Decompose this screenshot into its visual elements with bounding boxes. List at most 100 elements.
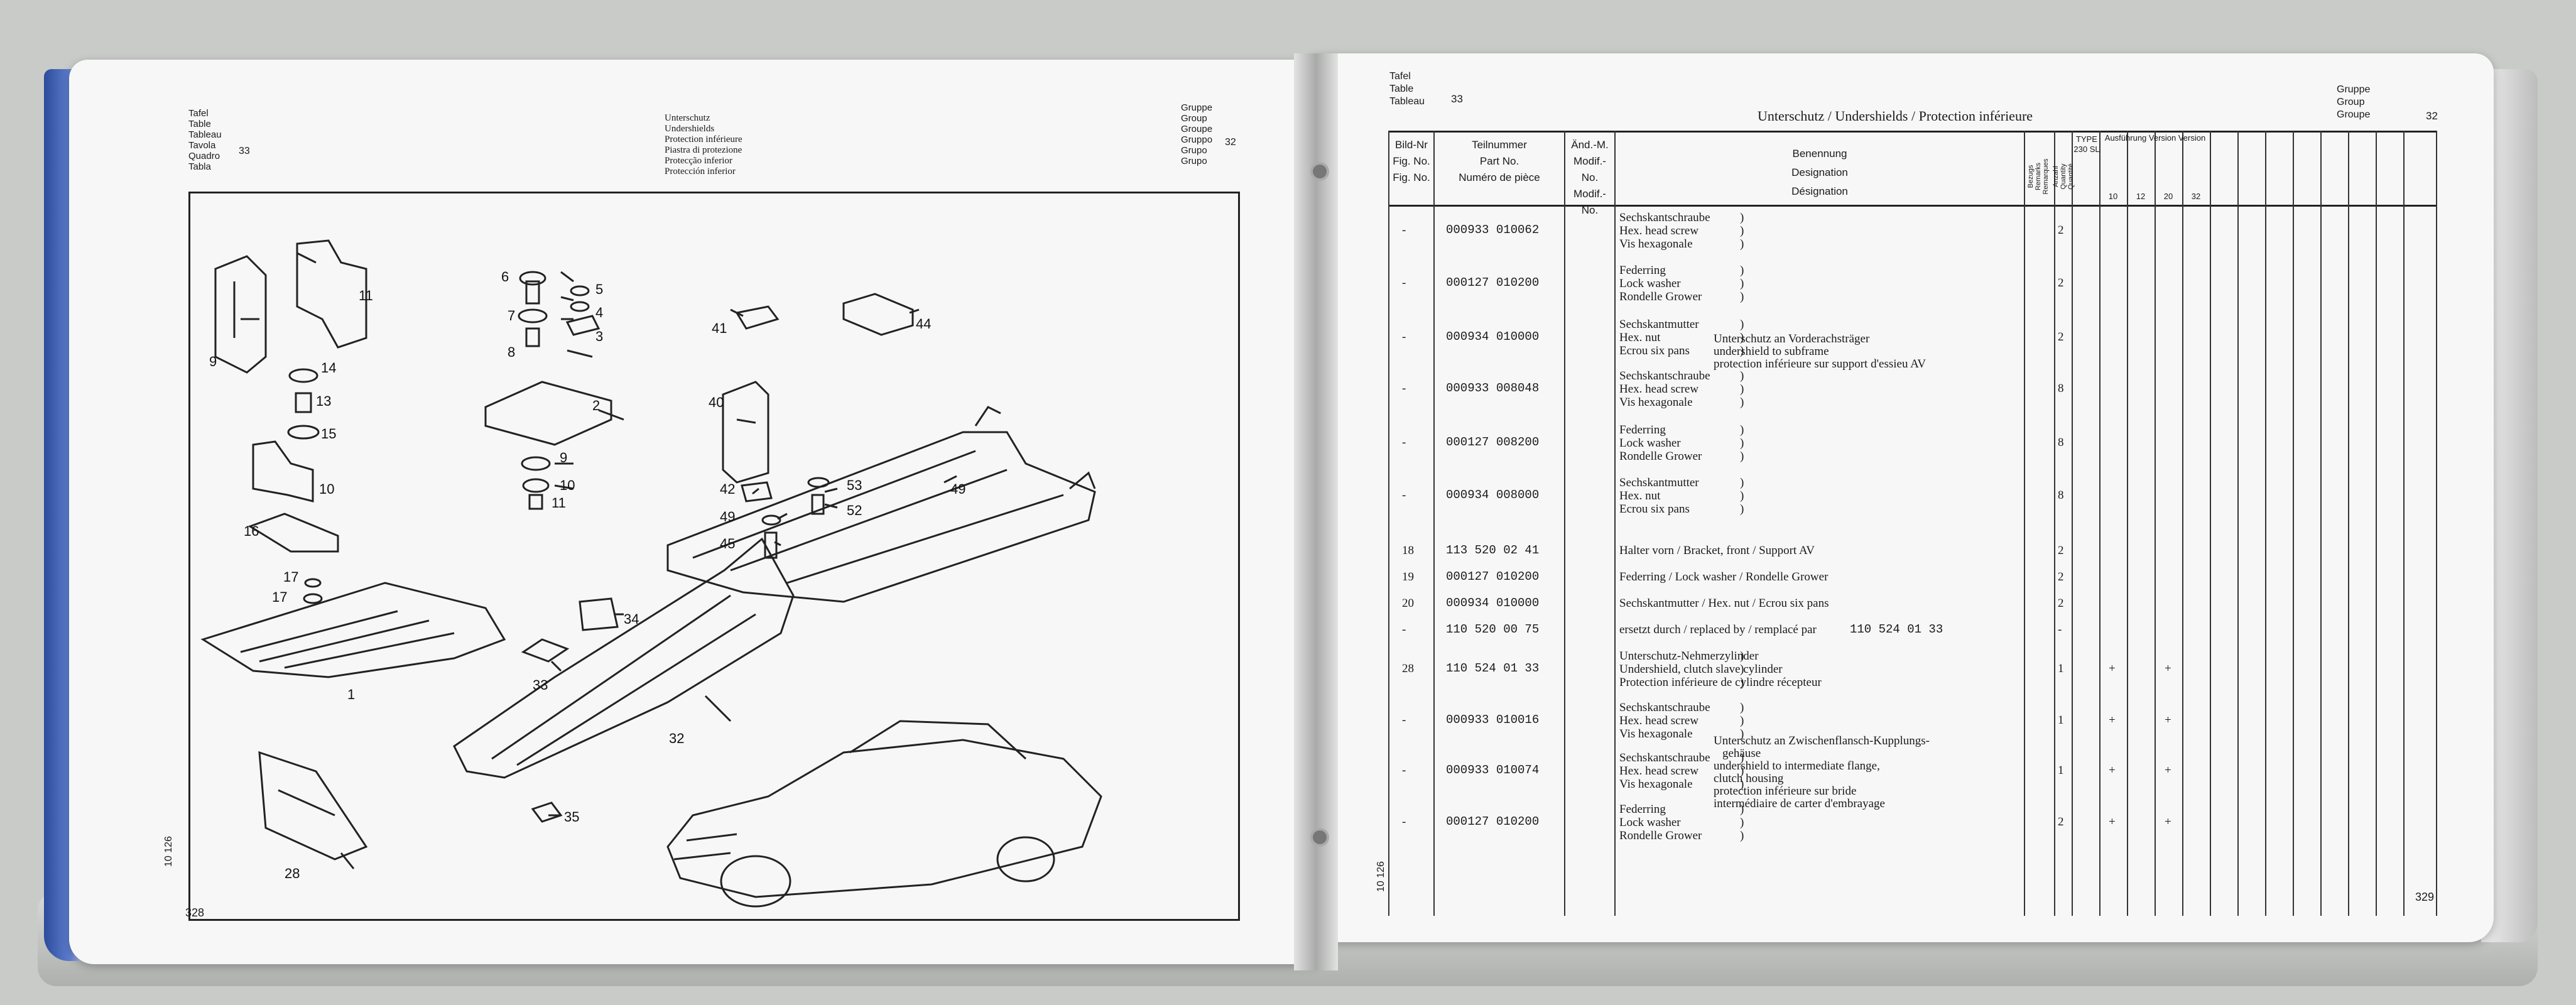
- table-designation-line: Protection inférieure de cylindre récept…: [1619, 676, 1822, 689]
- callout-8: 8: [508, 344, 515, 360]
- callout-3: 3: [595, 329, 603, 344]
- callout-49: 49: [950, 481, 965, 497]
- callout-1: 1: [347, 687, 355, 702]
- right-header-groups: Gruppe Group Groupe: [2337, 84, 2371, 120]
- table-fig-no: -: [1402, 330, 1406, 344]
- table-brace: ) ) ): [1740, 803, 1744, 842]
- callout-45: 49: [720, 509, 735, 524]
- table-designation-line: Vis hexagonale: [1619, 727, 1693, 741]
- callout-43: 44: [916, 316, 931, 332]
- binding-hole: [1310, 828, 1329, 847]
- callout-16: 13: [316, 393, 331, 409]
- table-brace: ) ) ): [1740, 264, 1744, 303]
- table-designation-line: Sechskantmutter: [1619, 476, 1699, 489]
- callout-35: 35: [564, 809, 579, 825]
- group-note-subframe: Unterschutz an Vorderachsträger undershi…: [1714, 332, 1927, 371]
- table-designation-line: Sechskantschraube: [1619, 701, 1710, 714]
- diagram-drawing: 9 11 14 13 15 10 16 17 17 1 6 7 8 5 4 3 …: [200, 239, 1102, 908]
- table-part-no: 000934 010000: [1446, 596, 1540, 610]
- table-version-mark: +: [2109, 714, 2116, 727]
- table-fig-no: 20: [1402, 597, 1414, 610]
- table-designation-line: Undershield, clutch slave cylinder: [1619, 663, 1783, 676]
- callout-11: 11: [552, 495, 566, 511]
- part-1-drawing: [200, 582, 506, 678]
- table-part-no: 000127 010200: [1446, 570, 1540, 584]
- table-designation-line: Federring: [1619, 803, 1666, 816]
- left-header-titles: Unterschutz Undershields Protection infé…: [665, 113, 742, 177]
- table-brace: ) ) ): [1740, 751, 1744, 791]
- col-remarks-header: Bezugs Remarks Remarques: [2027, 158, 2050, 195]
- part-42-drawing: [741, 481, 773, 503]
- binding-hole: [1310, 162, 1329, 181]
- table-fig-no: -: [1402, 382, 1406, 395]
- left-side-code: 10 126: [163, 836, 174, 867]
- table-quantity: 8: [2058, 436, 2064, 449]
- callout-44: 45: [720, 536, 735, 551]
- col-part-header: Teilnummer Part No. Numéro de pièce: [1459, 139, 1540, 183]
- table-part-no: 000933 010016: [1446, 713, 1540, 727]
- callout-5: 5: [595, 281, 603, 297]
- table-designation-line: Hex. nut: [1619, 489, 1661, 503]
- part-41-drawing: [735, 305, 780, 330]
- left-header-groups: Gruppe Group Groupe Gruppo Grupo Grupo: [1181, 102, 1213, 166]
- table-quantity: 2: [2058, 330, 2064, 344]
- col-fig-header: Bild-Nr Fig. No. Fig. No.: [1393, 139, 1430, 183]
- callout-14: 10: [319, 481, 334, 497]
- callout-28: 28: [285, 866, 300, 881]
- version-20: 20: [2163, 192, 2173, 201]
- part-2-drawing: [484, 381, 612, 446]
- callout-10: 10: [560, 477, 575, 493]
- part-40-drawing: [722, 381, 769, 484]
- callout-20: 17: [272, 589, 287, 605]
- callout-7: 7: [508, 308, 515, 323]
- table-designation-line: Hex. nut: [1619, 331, 1661, 344]
- table-designation-line: Rondelle Grower: [1619, 829, 1702, 842]
- table-fig-no: -: [1402, 489, 1406, 502]
- table-quantity: -: [2058, 623, 2062, 636]
- table-brace: ) ) ): [1740, 369, 1744, 409]
- version-32: 32: [2191, 192, 2201, 201]
- table-quantity: 2: [2058, 544, 2064, 557]
- table-version-mark: +: [2109, 662, 2116, 675]
- table-designation-line: Federring: [1619, 423, 1666, 437]
- table-quantity: 8: [2058, 382, 2064, 395]
- car-silhouette: [666, 720, 1102, 908]
- version-10: 10: [2108, 192, 2118, 201]
- version-label: Ausführung Version Version: [2104, 133, 2206, 143]
- callout-13: 9: [209, 354, 217, 369]
- callout-4: 4: [595, 305, 603, 320]
- group-note-clutch: Unterschutz an Zwischenflansch-Kupplungs…: [1714, 734, 1930, 810]
- callout-41: 41: [712, 320, 727, 336]
- table-brace: ) ) ): [1740, 476, 1744, 516]
- table-designation-line: Vis hexagonale: [1619, 237, 1693, 251]
- table-designation-line: Vis hexagonale: [1619, 778, 1693, 791]
- table-fig-no: -: [1402, 815, 1406, 828]
- left-table-number: 33: [239, 146, 250, 156]
- table-designation-line: Vis hexagonale: [1619, 396, 1693, 409]
- table-designation-line: Sechskantschraube: [1619, 751, 1710, 764]
- table-fig-no: -: [1402, 764, 1406, 777]
- table-replacement-no: 110 524 01 33: [1850, 622, 1943, 636]
- table-version-mark: +: [2109, 815, 2116, 828]
- table-fig-no: 18: [1402, 544, 1414, 557]
- exploded-diagram: 9 11 14 13 15 10 16 17 17 1 6 7 8 5 4 3 …: [188, 192, 1240, 921]
- table-part-no: 113 520 02 41: [1446, 543, 1540, 557]
- table-fig-no: 19: [1402, 570, 1414, 584]
- left-page: [69, 60, 1319, 964]
- version-12: 12: [2136, 192, 2146, 201]
- table-part-no: 000127 008200: [1446, 435, 1540, 449]
- table-version-mark: +: [2165, 662, 2171, 675]
- table-part-no: 000127 010200: [1446, 815, 1540, 828]
- table-quantity: 8: [2058, 489, 2064, 502]
- table-designation-line: Hex. head screw: [1619, 224, 1699, 237]
- right-header-labels: Tafel Table Tableau: [1389, 71, 1425, 107]
- table-designation-line: Lock washer: [1619, 816, 1681, 829]
- table-designation-line: Halter vorn / Bracket, front / Support A…: [1619, 544, 1815, 557]
- table-part-no: 000934 010000: [1446, 330, 1540, 344]
- table-designation-line: ersetzt durch / replaced by / remplacé p…: [1619, 623, 1817, 636]
- table-designation-line: Sechskantschraube: [1619, 369, 1710, 383]
- part-43-drawing: [842, 293, 914, 336]
- table-designation-line: Hex. head screw: [1619, 383, 1699, 396]
- table-quantity: 1: [2058, 714, 2064, 727]
- table-version-mark: +: [2109, 764, 2116, 777]
